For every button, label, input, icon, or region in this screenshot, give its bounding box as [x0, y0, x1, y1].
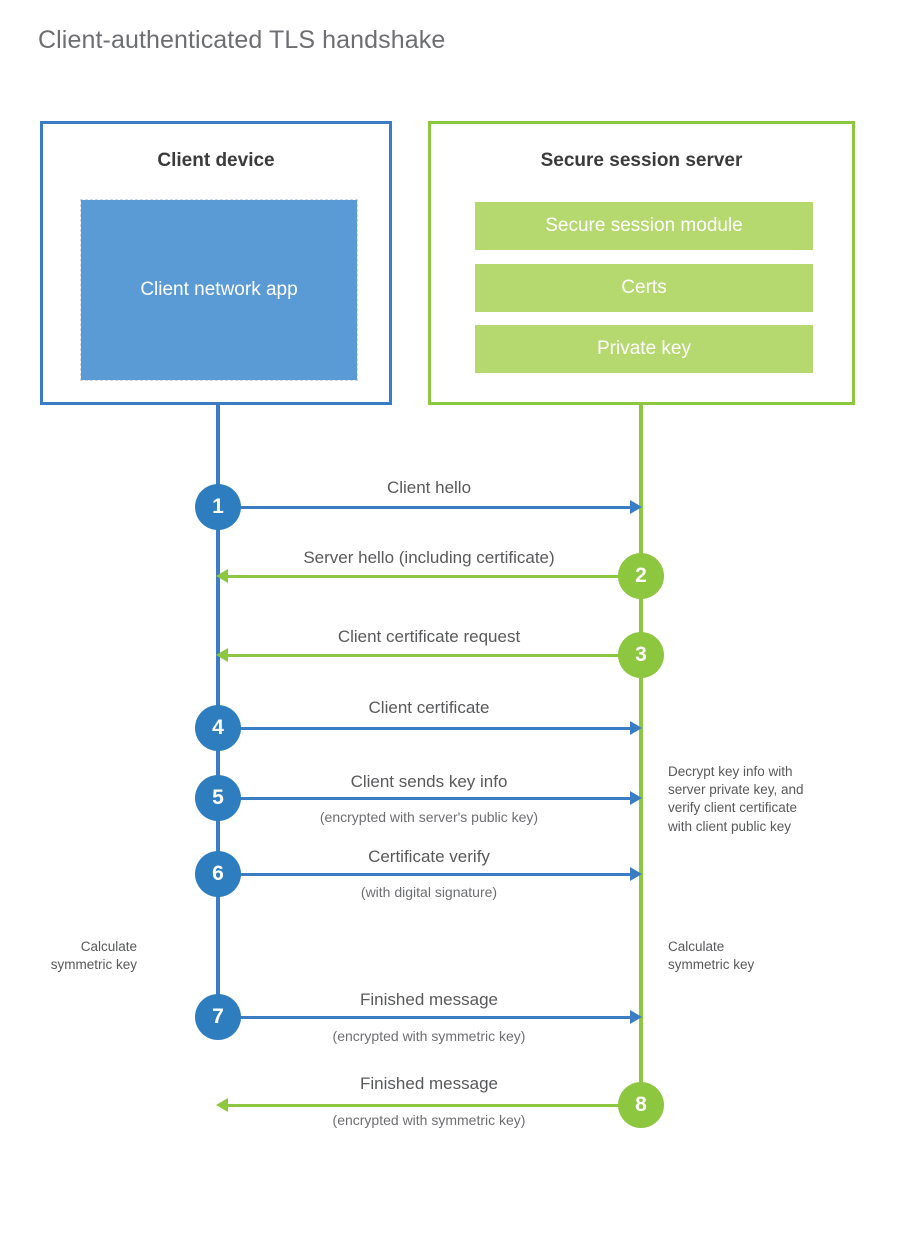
arrowhead-left-icon	[216, 569, 228, 583]
step-1-arrow	[218, 500, 642, 514]
step-7-label: Finished message	[360, 990, 498, 1009]
step-6-sublabel: (with digital signature)	[360, 884, 498, 900]
step-8-arrow	[216, 1098, 639, 1112]
step-8-marker[interactable]: 8	[618, 1082, 664, 1128]
step-2-arrow	[216, 569, 639, 583]
server-module-certs: Certs	[475, 264, 813, 312]
step-4-arrow	[218, 721, 642, 735]
step-5-sublabel: (encrypted with server's public key)	[319, 809, 539, 825]
arrowhead-right-icon	[630, 721, 642, 735]
server-module-private-key: Private key	[475, 325, 813, 373]
arrowhead-right-icon	[630, 867, 642, 881]
step-5-label: Client sends key info	[350, 772, 508, 791]
arrowhead-right-icon	[630, 500, 642, 514]
step-7-sublabel: (encrypted with symmetric key)	[332, 1028, 526, 1044]
arrowhead-right-icon	[630, 791, 642, 805]
arrowhead-left-icon	[216, 648, 228, 662]
step-1-label: Client hello	[386, 478, 472, 497]
page-title: Client-authenticated TLS handshake	[38, 26, 446, 54]
step-8-sublabel: (encrypted with symmetric key)	[332, 1112, 526, 1128]
step-5-marker[interactable]: 5	[195, 775, 241, 821]
step-7-arrow	[218, 1010, 642, 1024]
annotation-line: symmetric key	[50, 957, 137, 973]
step-7-marker[interactable]: 7	[195, 994, 241, 1040]
server-decrypt-annotation: Decrypt key info with server private key…	[668, 763, 804, 836]
secure-session-server-title: Secure session server	[540, 150, 743, 171]
server-calculate-symmetric-key-annotation: Calculate symmetric key	[668, 938, 754, 974]
client-device-title: Client device	[157, 150, 275, 171]
annotation-line: verify client certificate	[668, 800, 798, 816]
server-module-secure-session-module: Secure session module	[475, 202, 813, 250]
step-6-label: Certificate verify	[368, 847, 490, 866]
client-device-box: Client device Client network app	[40, 121, 392, 405]
annotation-line: server private key, and	[668, 782, 804, 798]
step-3-arrow	[216, 648, 639, 662]
server-lifeline	[639, 405, 643, 1108]
annotation-line: Decrypt key info with	[668, 764, 793, 779]
step-3-label: Client certificate request	[337, 627, 521, 646]
step-2-label: Server hello (including certificate)	[303, 548, 555, 567]
step-8-label: Finished message	[360, 1074, 498, 1093]
secure-session-server-box: Secure session server Secure session mod…	[428, 121, 855, 405]
annotation-line: symmetric key	[668, 957, 755, 973]
arrowhead-left-icon	[216, 1098, 228, 1112]
annotation-line: Calculate	[80, 939, 137, 954]
step-5-arrow	[218, 791, 642, 805]
arrowhead-right-icon	[630, 1010, 642, 1024]
annotation-line: Calculate	[668, 939, 725, 954]
client-calculate-symmetric-key-annotation: Calculate symmetric key	[51, 938, 137, 974]
step-6-marker[interactable]: 6	[195, 851, 241, 897]
step-4-label: Client certificate	[368, 698, 490, 717]
step-3-marker[interactable]: 3	[618, 632, 664, 678]
step-2-marker[interactable]: 2	[618, 553, 664, 599]
client-network-app-block: Client network app	[80, 199, 358, 381]
annotation-line: with client public key	[668, 818, 792, 834]
step-6-arrow	[218, 867, 642, 881]
step-4-marker[interactable]: 4	[195, 705, 241, 751]
step-1-marker[interactable]: 1	[195, 484, 241, 530]
